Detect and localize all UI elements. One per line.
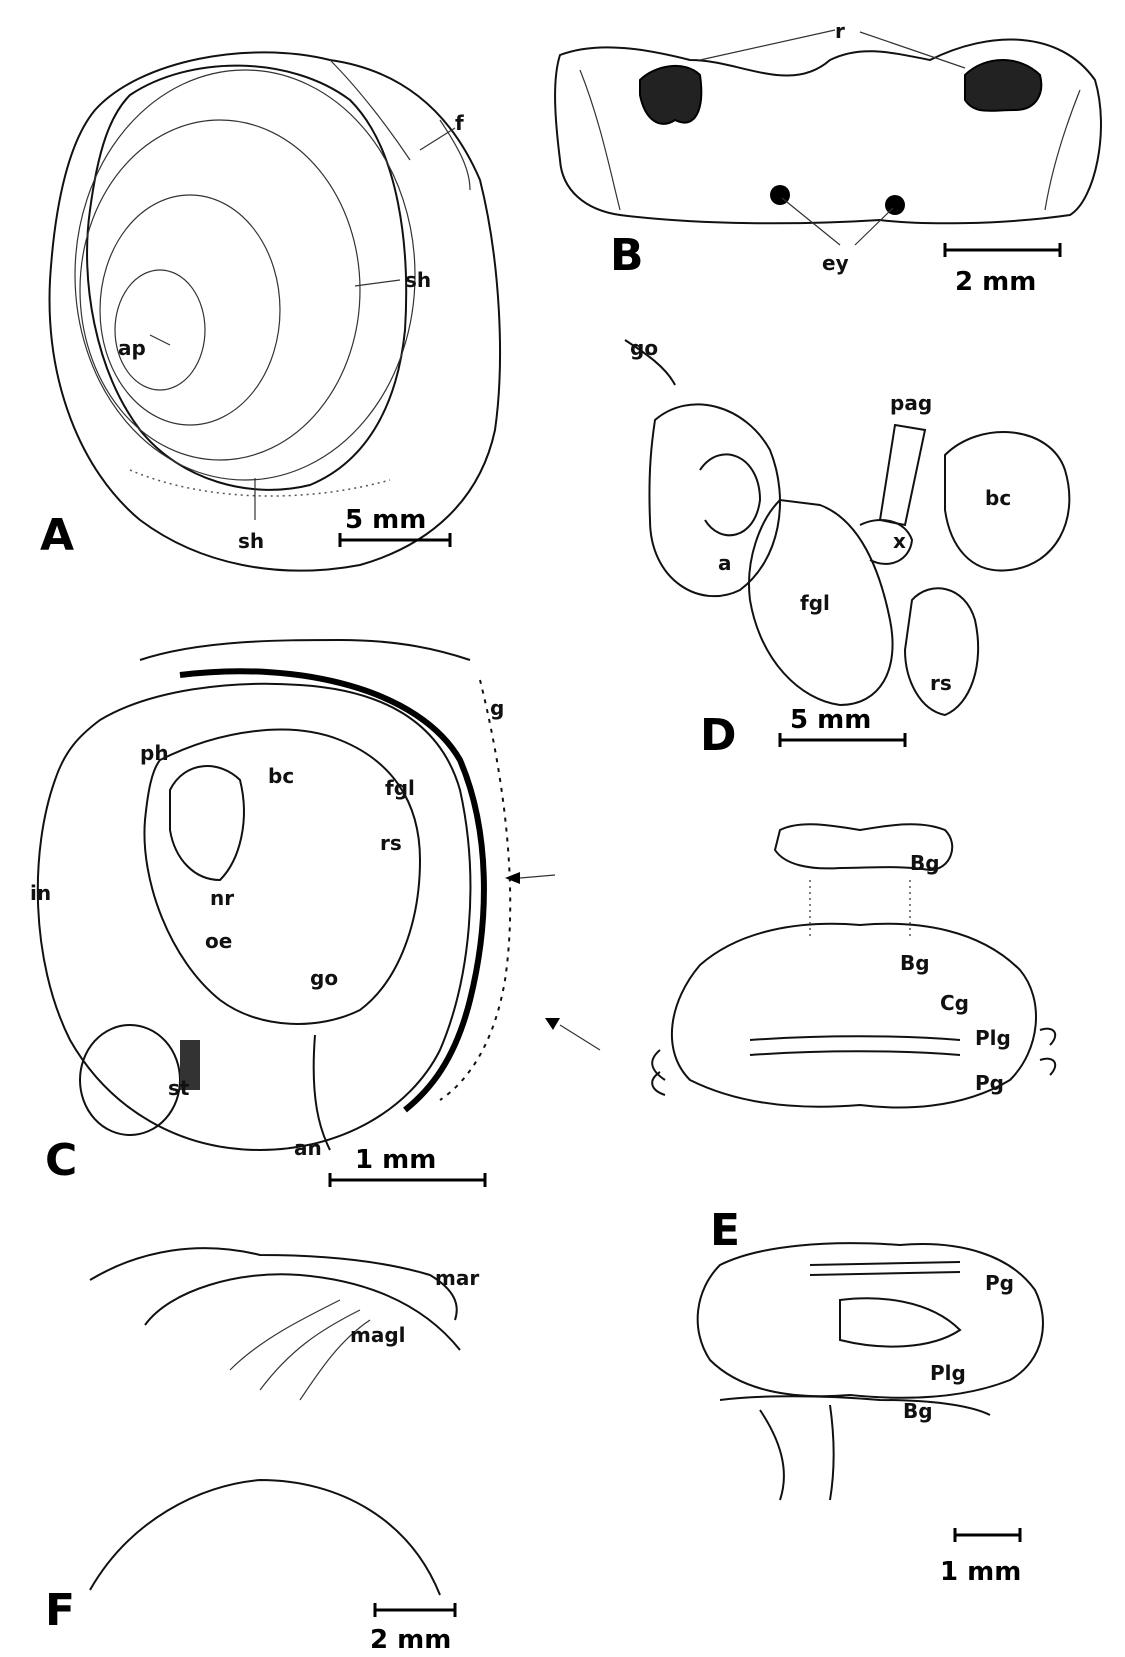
arrow-lower-shaft [560, 1025, 600, 1050]
panel-letter-c: C [45, 1135, 77, 1186]
panel-d: go pag bc a x fgl rs 5 mm D [625, 336, 1069, 761]
pedal-nerves-down [760, 1405, 834, 1500]
leader-sh1 [355, 280, 400, 286]
right-eye [885, 195, 905, 215]
scale-label-a: 5 mm [345, 505, 426, 535]
nerve-branches-right [1040, 1029, 1055, 1075]
leader-r-left [700, 30, 835, 60]
label-bg1: Bg [910, 851, 940, 875]
label-cg: Cg [940, 991, 969, 1015]
shell-ring-3 [80, 120, 360, 460]
label-an: an [294, 1136, 322, 1160]
label-d-go: go [630, 336, 658, 360]
label-d-a: a [718, 551, 732, 575]
label-d-fgl: fgl [800, 591, 830, 615]
arrow-lower-head [545, 1018, 560, 1030]
shell-inner-outline [87, 66, 406, 490]
leader-f [420, 128, 455, 150]
label-in: in [30, 881, 51, 905]
label-ap: ap [118, 336, 146, 360]
label-nr: nr [210, 886, 234, 910]
body-outline [38, 684, 471, 1150]
mantle-gland-lines [230, 1300, 370, 1400]
label-pag: pag [890, 391, 932, 415]
label-plg2: Plg [930, 1361, 966, 1385]
label-d-bc: bc [985, 486, 1011, 510]
label-magl: magl [350, 1323, 406, 1347]
anus-duct [314, 1035, 330, 1150]
panel-a: f sh ap sh 5 mm A [40, 52, 500, 570]
label-r: r [835, 19, 845, 43]
pharynx [170, 766, 244, 880]
panel-letter-a: A [40, 510, 74, 561]
panel-c: g ph bc fgl rs in nr oe go st an 1 mm C [30, 640, 600, 1187]
scale-label-e: 1 mm [940, 1557, 1021, 1587]
label-bg3: Bg [903, 1399, 933, 1423]
label-st: st [168, 1076, 190, 1100]
leader-ap [150, 335, 170, 345]
arrow-upper-shaft [520, 875, 555, 878]
label-bg2: Bg [900, 951, 930, 975]
label-c-rs: rs [380, 831, 402, 855]
shell-dotted-edge [130, 470, 390, 496]
scale-label-d: 5 mm [790, 705, 871, 735]
scale-label-b: 2 mm [955, 267, 1036, 297]
shell-ring-1 [115, 270, 205, 390]
label-sh1: sh [405, 268, 431, 292]
leader-ey-right [855, 208, 893, 245]
label-c-fgl: fgl [385, 776, 415, 800]
pedal-inner [840, 1298, 960, 1346]
ampulla-inner [700, 454, 760, 535]
label-pg2: Pg [985, 1271, 1014, 1295]
shell-ring-4 [75, 70, 415, 480]
gill-top-outline [140, 640, 470, 660]
label-oe: oe [205, 929, 232, 953]
label-x: x [893, 529, 906, 553]
panel-b: r ey 2 mm B [555, 19, 1101, 297]
scale-label-f: 2 mm [370, 1625, 451, 1655]
foot-edge [90, 1480, 440, 1595]
label-mar: mar [435, 1266, 479, 1290]
mantle-inner-arc [145, 1274, 460, 1350]
label-ph: ph [140, 741, 169, 765]
nerve-branches-left [652, 1050, 665, 1095]
panel-e: Bg Bg Cg Plg Pg Pg Plg Bg E 1 mm [652, 824, 1055, 1587]
label-c-go: go [310, 966, 338, 990]
label-pg1: Pg [975, 1071, 1004, 1095]
leader-r-right [860, 32, 965, 68]
pedal-commissure [810, 1262, 960, 1275]
right-rhinophore [965, 60, 1041, 111]
receptaculum-seminis [905, 588, 978, 715]
label-plg1: Plg [975, 1026, 1011, 1050]
shell-growth-lines [330, 60, 470, 190]
pedal-ganglia-mass [698, 1243, 1043, 1398]
label-ey: ey [822, 251, 849, 275]
label-sh2: sh [238, 529, 264, 553]
shell-ring-2 [100, 195, 280, 425]
stomach [80, 1025, 180, 1135]
label-d-rs: rs [930, 671, 952, 695]
scale-label-c: 1 mm [355, 1145, 436, 1175]
penial-gland [880, 425, 925, 525]
label-g: g [490, 696, 504, 720]
panel-f: mar magl F 2 mm [45, 1248, 479, 1655]
label-f: f [455, 111, 464, 135]
panel-letter-b: B [610, 230, 644, 281]
panel-letter-d: D [700, 710, 737, 761]
panel-letter-f: F [45, 1585, 75, 1636]
commissure-lines [750, 1036, 960, 1055]
label-c-bc: bc [268, 764, 294, 788]
mantle-margin-edge [90, 1248, 457, 1320]
panel-letter-e: E [710, 1205, 740, 1256]
left-rhinophore [640, 66, 701, 124]
arrow-upper-head [505, 872, 520, 884]
